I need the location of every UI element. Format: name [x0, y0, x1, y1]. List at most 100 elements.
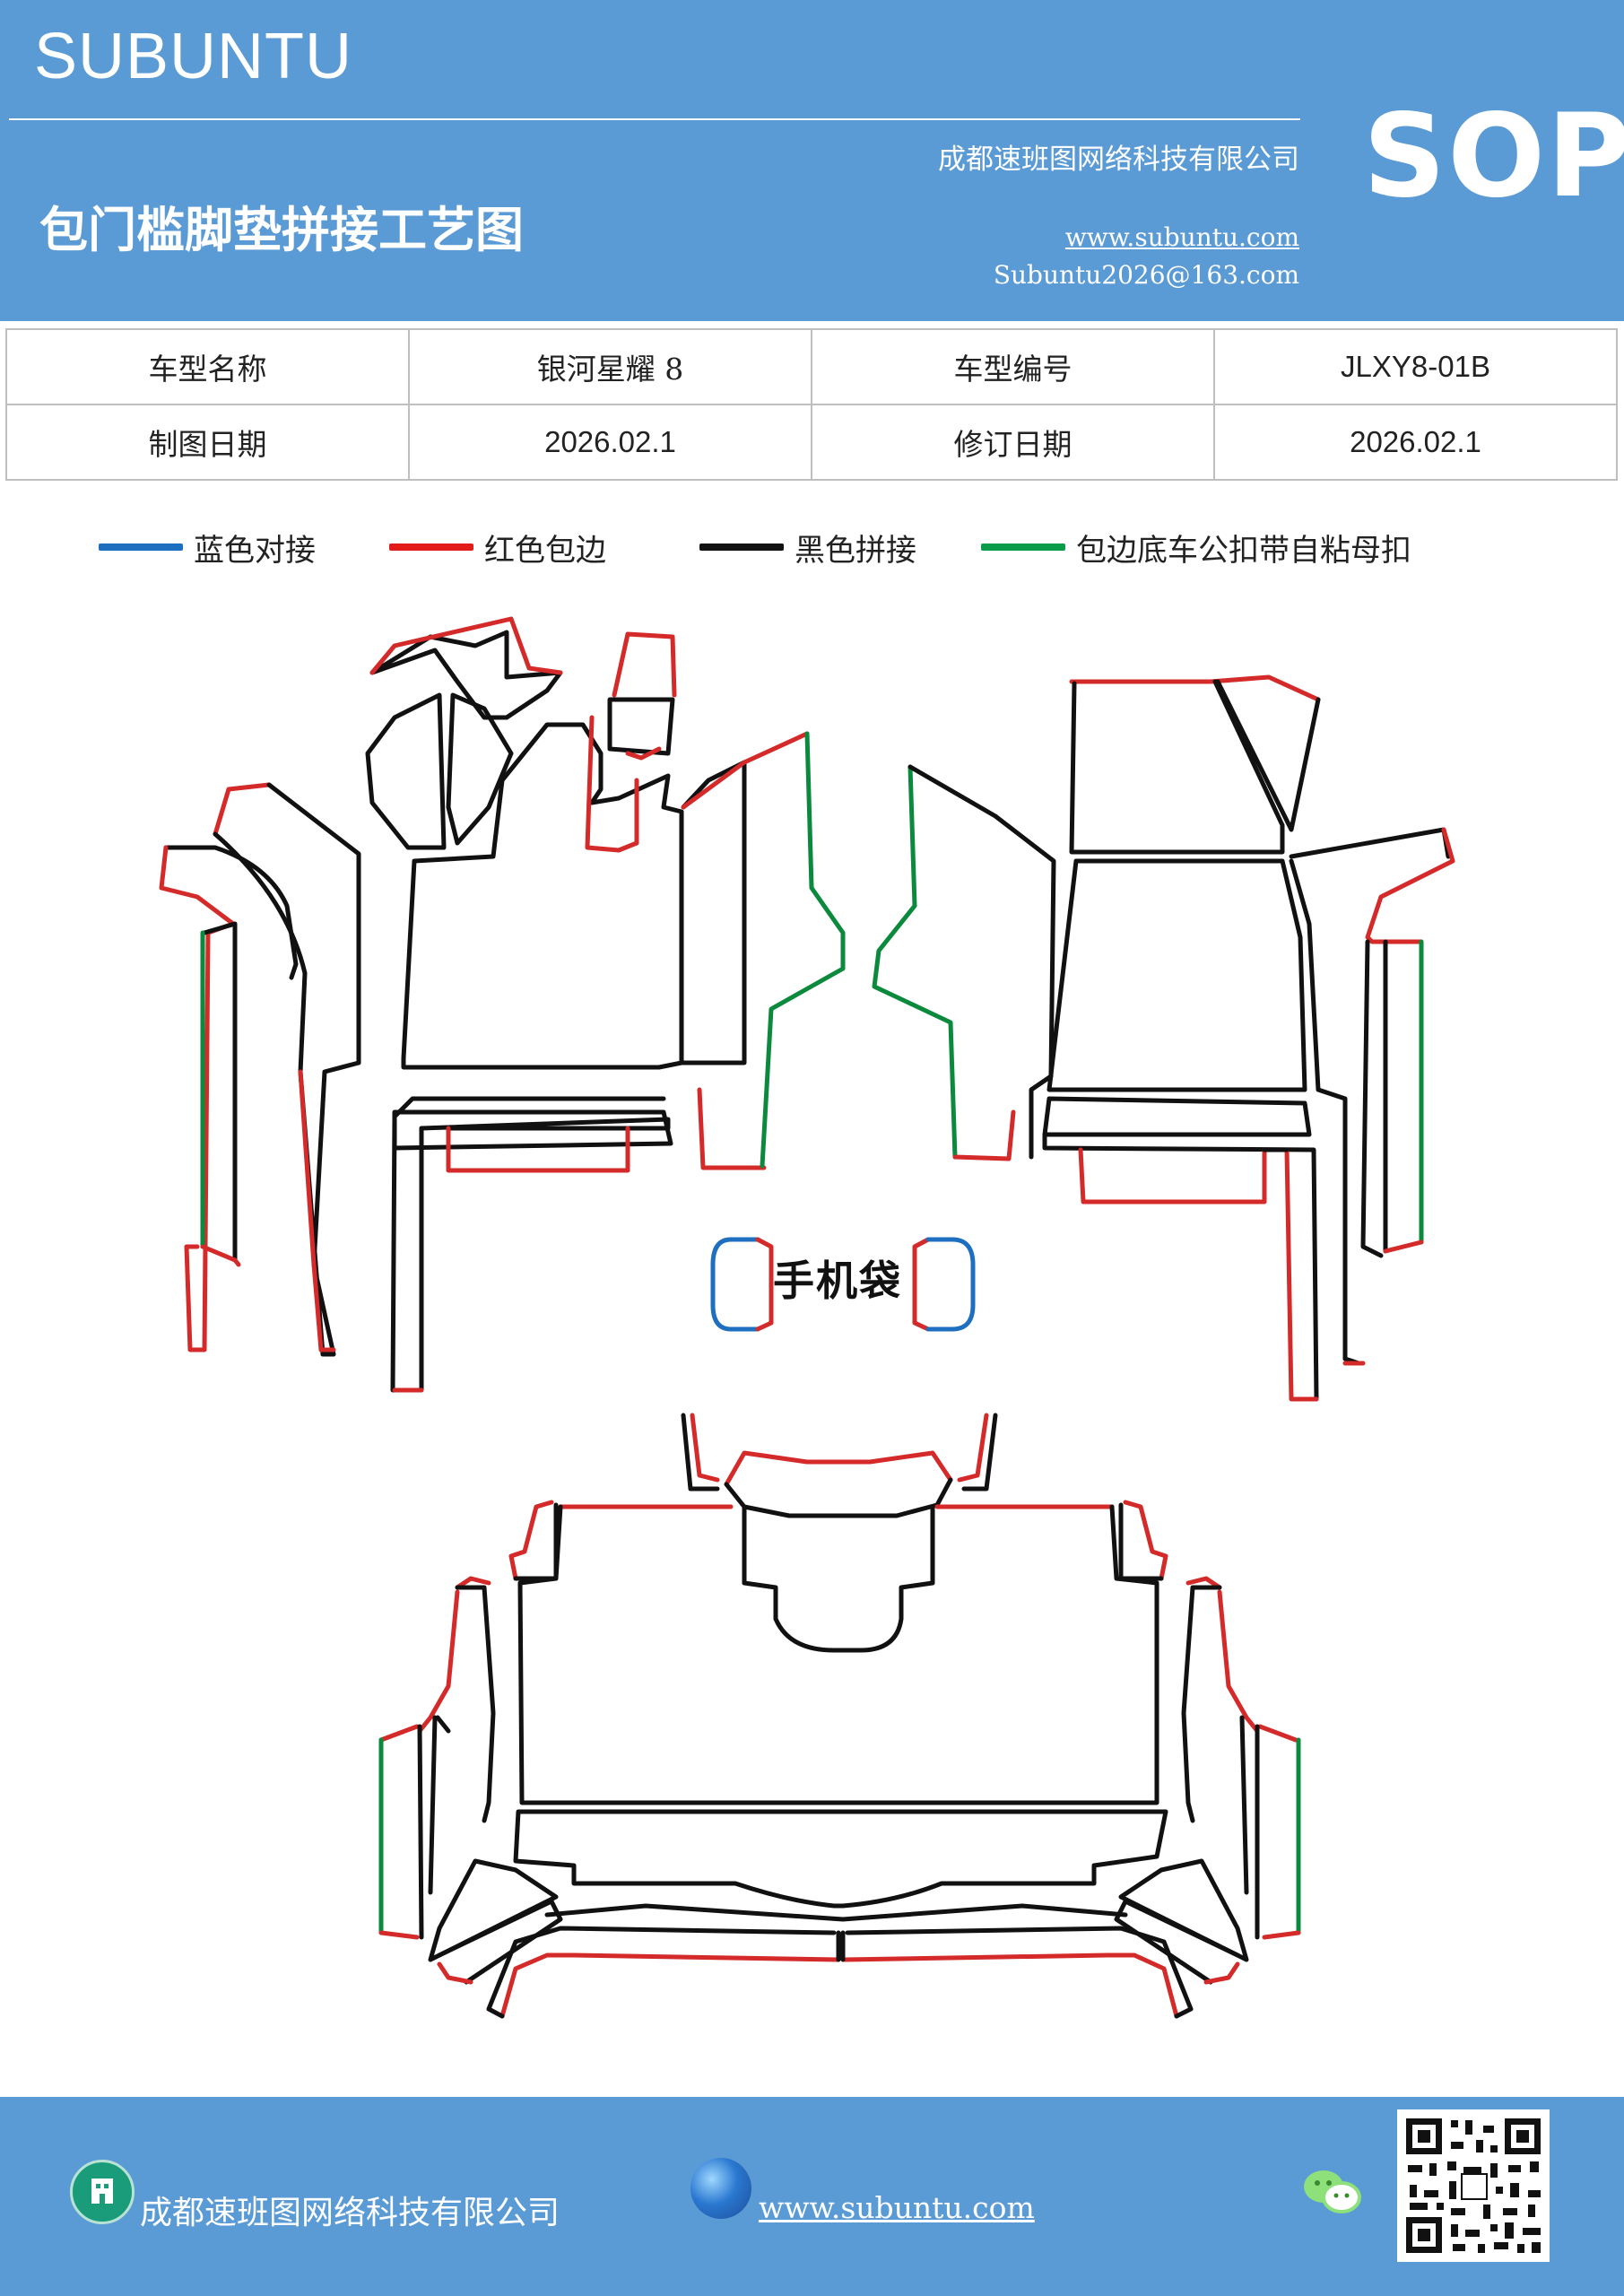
mat-piece [1217, 1589, 1260, 1734]
model-code-value: JLXY8-01B [1213, 328, 1618, 405]
model-name-value: 银河星耀 8 [408, 328, 812, 405]
mat-piece [1185, 1576, 1222, 1590]
mat-piece [508, 1500, 554, 1581]
mat-piece [1360, 939, 1384, 1258]
wechat-icon[interactable] [1300, 2165, 1363, 2222]
mat-piece [872, 764, 958, 1160]
legend-label-black: 黑色拼接 [795, 532, 916, 569]
legend-item-blue: 蓝色对接 [99, 520, 316, 574]
mat-piece [679, 760, 747, 1065]
mat-piece [1365, 827, 1455, 944]
mat-piece [455, 1585, 496, 1823]
mat-piece [200, 1244, 241, 1267]
mat-piece [1257, 1724, 1298, 1743]
header-company: 成都速班图网络科技有限公司 [938, 144, 1299, 176]
pocket-right-blue [925, 1237, 976, 1332]
mat-piece [836, 1930, 846, 1962]
legend-label-blue: 蓝色对接 [194, 532, 316, 569]
mat-piece [742, 1504, 935, 1653]
mat-layout-diagram [0, 583, 1624, 2090]
mat-piece [1042, 1096, 1312, 1137]
footer-company: 成都速班图网络科技有限公司 [140, 2195, 560, 2231]
mat-piece [513, 1809, 1168, 1909]
mat-piece [1042, 1132, 1319, 1402]
mat-piece [437, 1899, 563, 1985]
mat-piece [401, 722, 684, 1070]
mat-piece [607, 697, 675, 756]
drawing-date-value: 2026.02.1 [408, 404, 812, 481]
mat-piece [908, 764, 1056, 1160]
mat-piece [1289, 827, 1451, 859]
rear-mat-group [378, 1413, 1301, 2019]
mat-piece [1239, 1715, 1260, 1940]
mat-piece [1069, 679, 1321, 855]
header-email: Subuntu2026@163.com [993, 260, 1299, 290]
mat-piece [446, 692, 514, 846]
mat-piece [961, 1413, 998, 1492]
mat-piece [1289, 858, 1361, 1366]
mat-piece [1284, 1147, 1319, 1402]
legend-swatch-black [699, 544, 784, 551]
mat-piece [446, 1126, 630, 1173]
mat-piece [544, 1903, 1128, 1922]
table-row: 制图日期 2026.02.1 修订日期 2026.02.1 [5, 404, 1618, 481]
mat-piece [1262, 1930, 1301, 1940]
mat-piece [378, 1724, 420, 1743]
mat-piece [1383, 1239, 1424, 1254]
mat-piece [499, 1952, 841, 2019]
mat-piece [1181, 1585, 1222, 1823]
mat-piece [419, 1117, 671, 1131]
revision-date-label: 修订日期 [811, 404, 1215, 481]
mat-piece [163, 845, 299, 980]
legend-swatch-blue [99, 544, 183, 551]
mat-piece [697, 1087, 767, 1170]
legend-swatch-green [981, 544, 1065, 551]
footer-website-link[interactable]: www.subuntu.com [759, 2190, 1035, 2225]
mat-piece [1046, 858, 1307, 1092]
qr-code[interactable] [1397, 2109, 1550, 2262]
revision-date-value: 2026.02.1 [1213, 404, 1618, 481]
building-icon [70, 2160, 135, 2224]
mat-piece [392, 1096, 666, 1119]
model-code-label: 车型编号 [811, 328, 1215, 405]
front-left-mat-group [159, 616, 846, 1393]
legend-label-red: 红色包边 [484, 532, 606, 569]
mat-piece [1118, 1502, 1164, 1581]
mat-piece [1123, 1500, 1168, 1581]
header-website-link[interactable]: www.subuntu.com [1064, 222, 1299, 252]
mat-piece [390, 1114, 424, 1393]
table-row: 车型名称 银河星耀 8 车型编号 JLXY8-01B [5, 328, 1618, 405]
mat-piece [1203, 1961, 1240, 1985]
legend-swatch-red [389, 544, 473, 551]
legend-label-green: 包边底车公扣带自粘母扣 [1076, 532, 1411, 569]
mat-piece [369, 616, 563, 675]
pocket-right-red [912, 1237, 931, 1332]
mat-piece [437, 1961, 473, 1985]
mat-piece [298, 1069, 336, 1352]
mat-piece [517, 1504, 1159, 1805]
mat-piece [585, 715, 639, 853]
mat-piece [724, 1477, 953, 1518]
document-title: 包门槛脚垫拼接工艺图 [39, 202, 524, 258]
mat-piece [681, 1413, 720, 1492]
phone-pocket-group [710, 1237, 976, 1332]
mat-piece [513, 1502, 559, 1581]
legend-item-red: 红色包边 [389, 520, 606, 574]
mat-piece [213, 782, 272, 837]
page-header: SUBUNTU 成都速班图网络科技有限公司 包门槛脚垫拼接工艺图 www.sub… [0, 0, 1624, 321]
mat-piece [681, 731, 810, 810]
mat-piece [417, 1715, 438, 1940]
mat-piece [690, 1413, 720, 1483]
mat-piece [1078, 1147, 1267, 1205]
mat-piece [612, 631, 677, 698]
mat-piece [845, 1926, 1194, 2019]
legend-item-black: 黑色拼接 [699, 520, 916, 574]
mat-piece [365, 692, 447, 850]
mat-piece [455, 1576, 491, 1590]
legend-item-green: 包边底车公扣带自粘母扣 [981, 520, 1411, 574]
mat-piece [486, 1926, 837, 2019]
mat-piece [957, 1413, 989, 1483]
mat-piece [952, 1109, 1016, 1161]
mat-piece [1114, 1899, 1240, 1985]
mat-piece [625, 746, 662, 761]
